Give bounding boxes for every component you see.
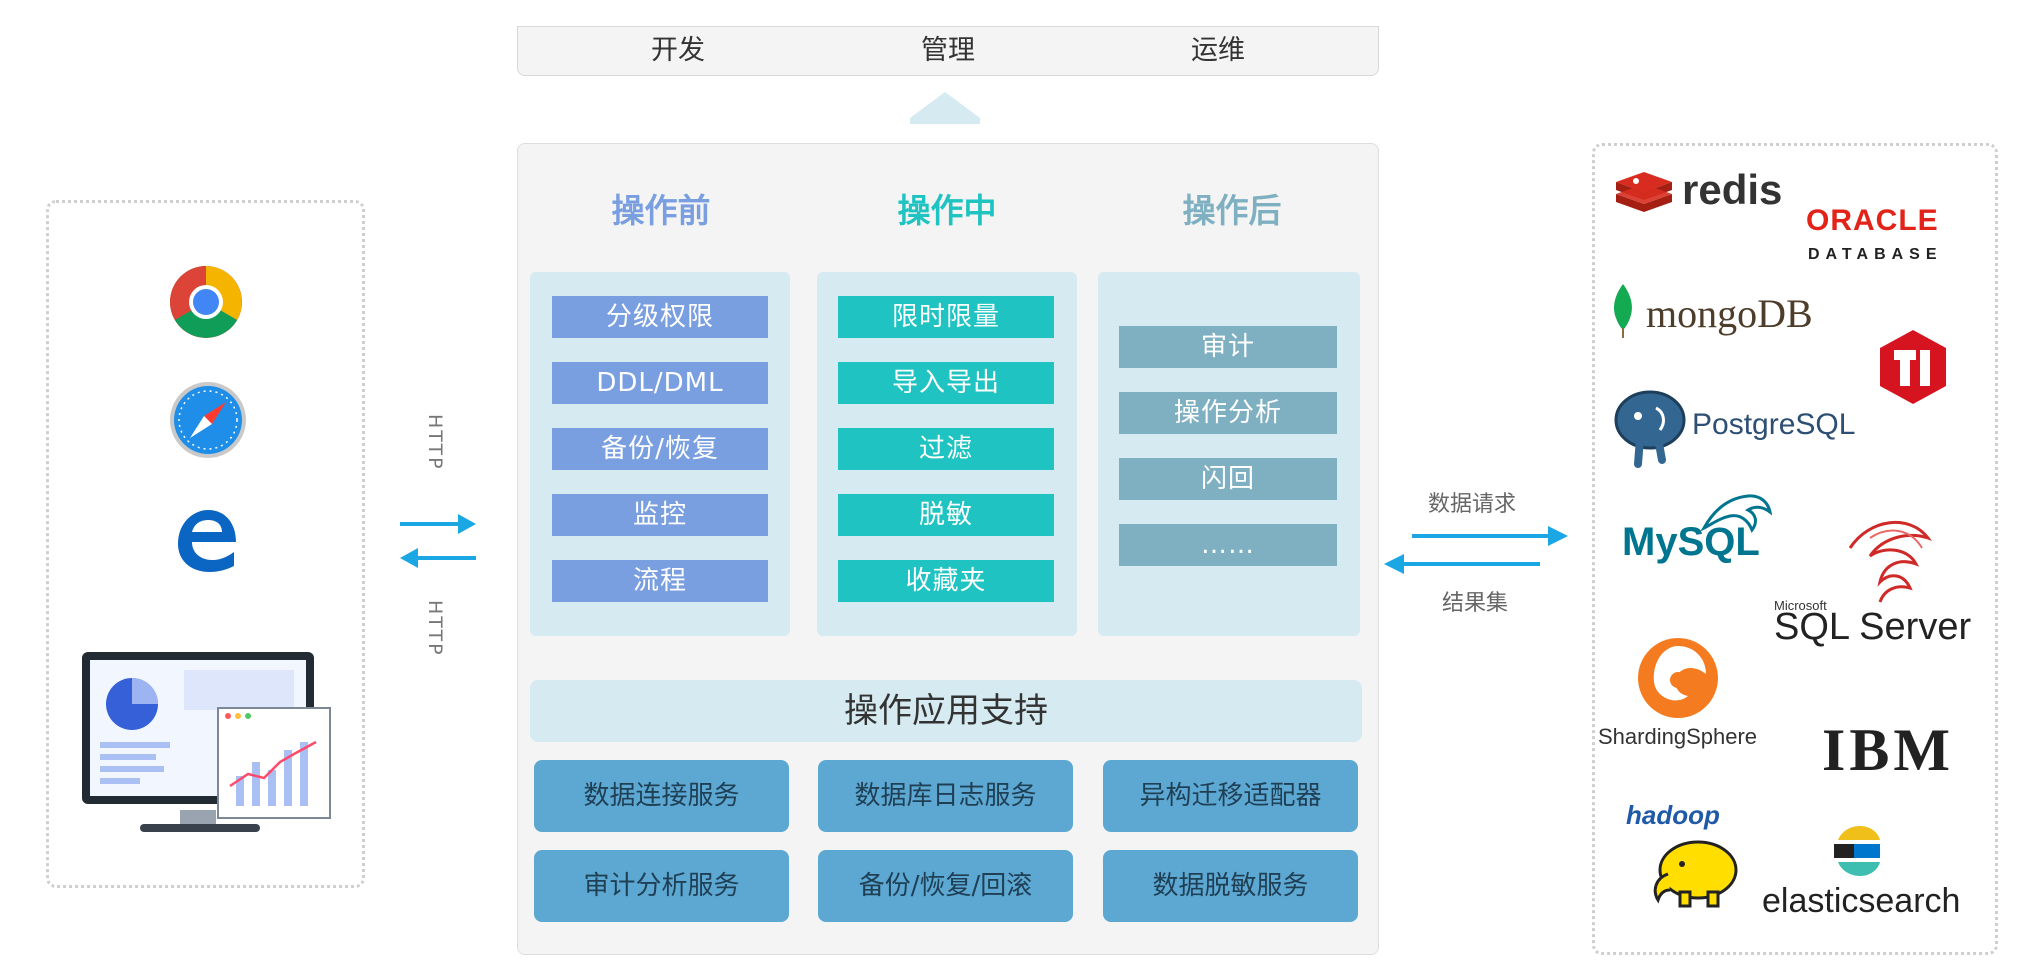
- column-title-after: 操作后: [1182, 191, 1282, 230]
- role-bar: 开发 管理 运维: [517, 26, 1379, 76]
- client-box: [46, 200, 365, 888]
- service-connection: 数据连接服务: [534, 760, 789, 832]
- role-ops: 运维: [1191, 35, 1245, 66]
- up-arrow-icon: [910, 92, 980, 124]
- data-flow-arrow-icon: [1384, 526, 1568, 574]
- chrome-icon: [170, 266, 242, 338]
- elasticsearch-icon: [1834, 826, 1880, 876]
- mysql-logo-text-value: MySQL: [1622, 520, 1760, 564]
- item-process: 流程: [552, 560, 768, 602]
- postgresql-logo-text: PostgreSQL: [1692, 408, 1856, 441]
- item-favorites: 收藏夹: [838, 560, 1054, 602]
- result-set-label: 结果集: [1442, 591, 1509, 616]
- shardingsphere-icon: [1638, 638, 1718, 718]
- mongodb-leaf-icon: [1614, 284, 1632, 338]
- sqlserver-swirl-icon: [1848, 520, 1933, 603]
- item-more: ……: [1119, 524, 1337, 566]
- service-backup-rollback: 备份/恢复/回滚: [818, 850, 1073, 922]
- sqlserver-logo-text: SQL Server: [1774, 606, 1972, 648]
- item-filter: 过滤: [838, 428, 1054, 470]
- mongodb-logo-text: mongoDB: [1646, 291, 1813, 336]
- item-flashback: 闪回: [1119, 458, 1337, 500]
- service-log: 数据库日志服务: [818, 760, 1073, 832]
- item-backup: 备份/恢复: [552, 428, 768, 470]
- http-label-bottom: HTTP: [424, 600, 446, 657]
- service-migration: 异构迁移适配器: [1103, 760, 1358, 832]
- item-import-export: 导入导出: [838, 362, 1054, 404]
- item-ddl-dml: DDL/DML: [552, 362, 768, 404]
- mysql-logo-text: MySQL: [1622, 520, 1760, 565]
- item-permission: 分级权限: [552, 296, 768, 338]
- shardingsphere-logo-text: ShardingSphere: [1598, 724, 1758, 749]
- support-title: 操作应用支持: [530, 680, 1362, 742]
- bidirectional-arrow-icon: [400, 514, 476, 568]
- service-masking: 数据脱敏服务: [1103, 850, 1358, 922]
- role-dev: 开发: [651, 35, 705, 66]
- sqlserver-microsoft-text: Microsoft: [1774, 598, 1827, 613]
- service-audit: 审计分析服务: [534, 850, 789, 922]
- edge-icon: [178, 510, 236, 572]
- http-label-top: HTTP: [424, 414, 446, 471]
- oracle-logo-text: ORACLE: [1806, 204, 1939, 237]
- hadoop-elephant-icon: [1653, 840, 1738, 908]
- ibm-logo-text: IBM: [1822, 717, 1954, 783]
- column-title-before: 操作前: [611, 191, 711, 230]
- data-request-label: 数据请求: [1428, 492, 1517, 517]
- item-op-analysis: 操作分析: [1119, 392, 1337, 434]
- column-title-during: 操作中: [897, 191, 997, 230]
- redis-logo-text: redis: [1682, 166, 1783, 213]
- item-audit: 审计: [1119, 326, 1337, 368]
- item-time-limit: 限时限量: [838, 296, 1054, 338]
- redis-icon: [1616, 172, 1672, 212]
- safari-icon: [170, 382, 246, 458]
- mysql-dolphin-icon: [1700, 494, 1772, 534]
- dashboard-monitor-icon: [82, 652, 331, 832]
- role-manage: 管理: [921, 35, 975, 66]
- database-box: [1592, 143, 1998, 955]
- oracle-database-text: DATABASE: [1808, 246, 1943, 263]
- item-masking: 脱敏: [838, 494, 1054, 536]
- postgresql-elephant-icon: [1614, 390, 1686, 468]
- elasticsearch-logo-text: elasticsearch: [1762, 882, 1961, 920]
- item-monitor: 监控: [552, 494, 768, 536]
- red-hexagon-logo-icon: [1880, 330, 1946, 404]
- hadoop-logo-text: hadoop: [1626, 800, 1720, 830]
